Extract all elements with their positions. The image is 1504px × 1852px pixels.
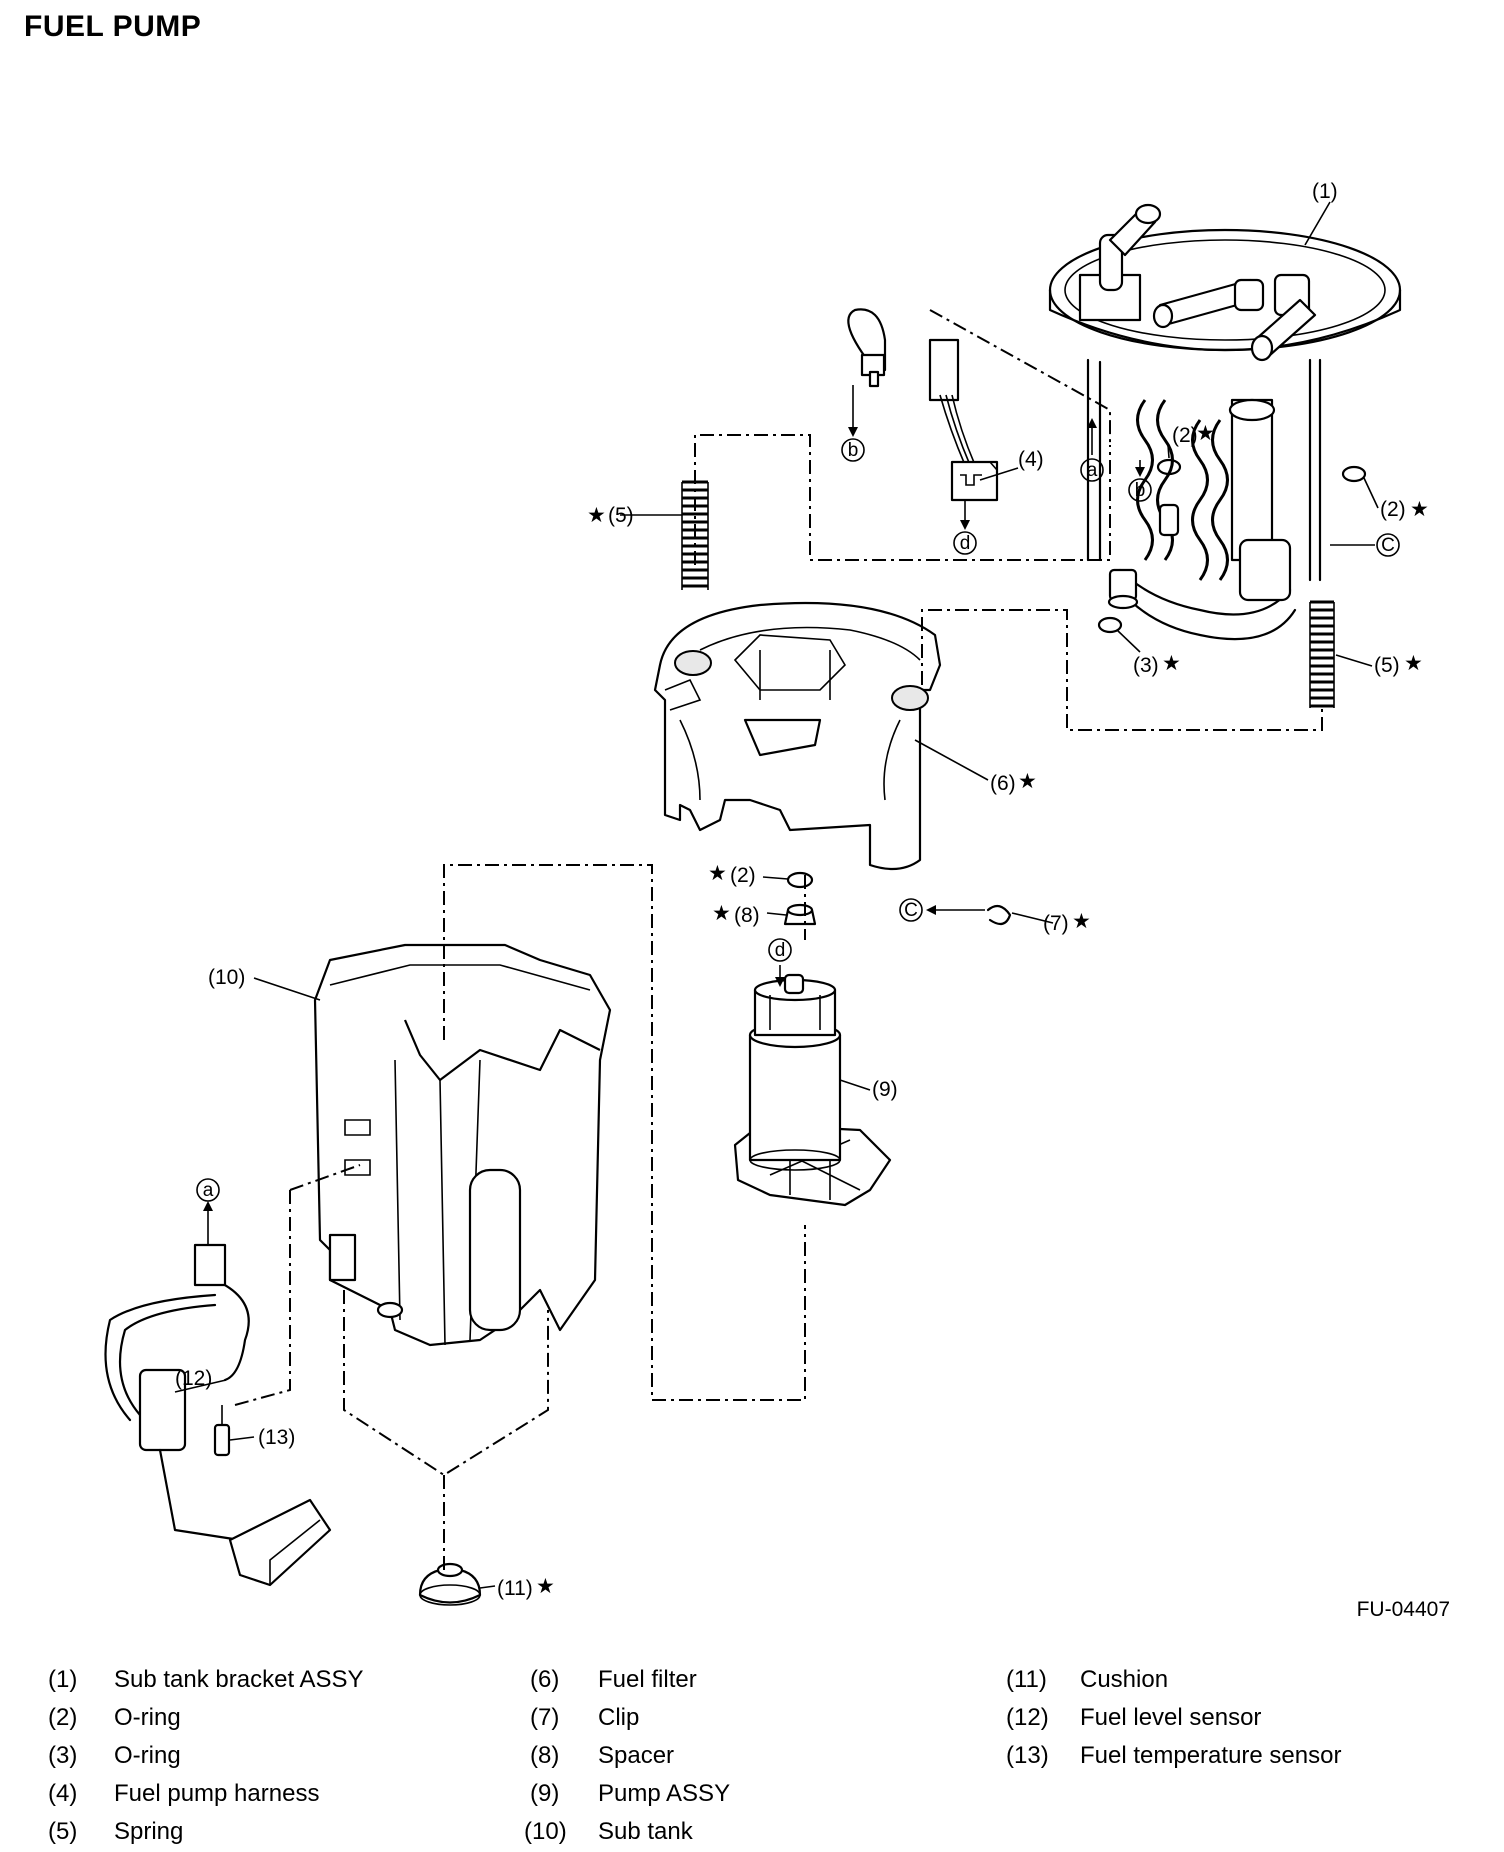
connection-d-harness: d — [960, 533, 971, 554]
callout-7: (7) — [1043, 912, 1069, 935]
connection-c-bracket: C — [1381, 535, 1395, 556]
legend-num-6: (6) — [530, 1666, 560, 1693]
callout-9: (9) — [872, 1078, 898, 1101]
legend-num-3: (3) — [48, 1742, 78, 1769]
callout-labels: (1) (2) ★ (2) ★ (3) ★ (4) ★ (5) (5) ★ (6… — [175, 180, 1450, 1621]
legend-num-11: (11) — [1006, 1666, 1047, 1693]
legend-num-1: (1) — [48, 1666, 78, 1693]
legend-num-2: (2) — [48, 1704, 78, 1731]
legend-name-4: Fuel pump harness — [114, 1780, 320, 1807]
callout-2-upper: (2) — [1172, 424, 1198, 447]
legend-name-3: O-ring — [114, 1742, 181, 1769]
spacer — [783, 903, 817, 926]
legend-name-8: Spacer — [598, 1742, 675, 1769]
callout-2-right-star: ★ — [1410, 498, 1429, 521]
cushion — [418, 1562, 482, 1606]
fuel-pump-harness — [847, 308, 999, 502]
pump-assy — [733, 973, 892, 1207]
legend-num-4: (4) — [48, 1780, 78, 1807]
leader-lines — [174, 201, 1379, 1589]
legend-num-7: (7) — [530, 1704, 560, 1731]
connection-markers: b d a b C C d a — [196, 438, 1400, 1202]
legend-name-9: Pump ASSY — [598, 1780, 731, 1807]
o-ring-lower — [1097, 616, 1123, 634]
legend-name-10: Sub tank — [598, 1818, 693, 1845]
callout-13: (13) — [258, 1426, 295, 1449]
legend-num-10: (10) — [524, 1818, 567, 1845]
connection-a-bracket: a — [1087, 460, 1098, 481]
legend-name-1: Sub tank bracket ASSY — [114, 1666, 364, 1693]
sub-tank-bracket-assy — [1048, 203, 1402, 641]
legend-num-5: (5) — [48, 1818, 78, 1845]
callout-5-right: (5) — [1374, 654, 1400, 677]
callout-7-star: ★ — [1072, 910, 1091, 933]
legend-num-13: (13) — [1006, 1742, 1049, 1769]
callout-2-upper-star: ★ — [1196, 422, 1215, 445]
callout-2-filter: (2) — [730, 864, 756, 887]
connection-c-clip: C — [904, 900, 918, 921]
connection-a-sensor: a — [203, 1180, 214, 1201]
callout-8: (8) — [734, 904, 760, 927]
legend-name-6: Fuel filter — [598, 1666, 697, 1693]
callout-10: (10) — [208, 966, 245, 989]
callout-2-right: (2) — [1380, 498, 1406, 521]
o-ring-filter — [786, 871, 814, 889]
legend-name-2: O-ring — [114, 1704, 181, 1731]
legend-name-13: Fuel temperature sensor — [1080, 1742, 1342, 1769]
legend-num-8: (8) — [530, 1742, 560, 1769]
exploded-diagram: b d a b C C d a (1) (2) ★ (2) ★ (3) ★ (4… — [104, 180, 1450, 1621]
callout-6: (6) — [990, 772, 1016, 795]
callout-5-right-star: ★ — [1404, 652, 1423, 675]
figure-code: FU-04407 — [1357, 1598, 1450, 1621]
callout-1: (1) — [1312, 180, 1338, 203]
o-ring-upper — [1156, 458, 1182, 476]
callout-5-left-star: ★ — [587, 504, 606, 527]
legend-name-12: Fuel level sensor — [1080, 1704, 1262, 1731]
callout-2-filter-star: ★ — [708, 862, 727, 885]
o-ring-right — [1341, 465, 1367, 483]
legend-num-12: (12) — [1006, 1704, 1049, 1731]
fuel-filter — [653, 601, 942, 871]
legend-name-5: Spring — [114, 1818, 184, 1845]
legend-name-7: Clip — [598, 1704, 640, 1731]
connection-b-bracket: b — [1135, 480, 1146, 501]
fuel-level-sensor — [104, 1243, 332, 1587]
assembly-lines — [234, 309, 1323, 1570]
callout-3: (3) — [1133, 654, 1159, 677]
legend-num-9: (9) — [530, 1780, 560, 1807]
callout-6-star: ★ — [1018, 770, 1037, 793]
page-title: FUEL PUMP — [24, 10, 202, 43]
legend-name-11: Cushion — [1080, 1666, 1169, 1693]
clip — [986, 904, 1012, 926]
sub-tank — [313, 943, 612, 1347]
callout-12: (12) — [175, 1367, 212, 1390]
callout-4: (4) — [1018, 448, 1044, 471]
connection-b-harness: b — [848, 440, 859, 461]
callout-5-left: (5) — [608, 504, 634, 527]
callout-3-star: ★ — [1162, 652, 1181, 675]
parts-legend: (1) Sub tank bracket ASSY (2) O-ring (3)… — [0, 1640, 1504, 1852]
callout-11-star: ★ — [536, 1575, 555, 1598]
spring-right — [1309, 600, 1335, 708]
callout-8-star: ★ — [712, 902, 731, 925]
fuel-temperature-sensor — [213, 1405, 231, 1457]
callout-11: (11) — [497, 1577, 533, 1600]
connection-d-pump: d — [775, 940, 786, 961]
